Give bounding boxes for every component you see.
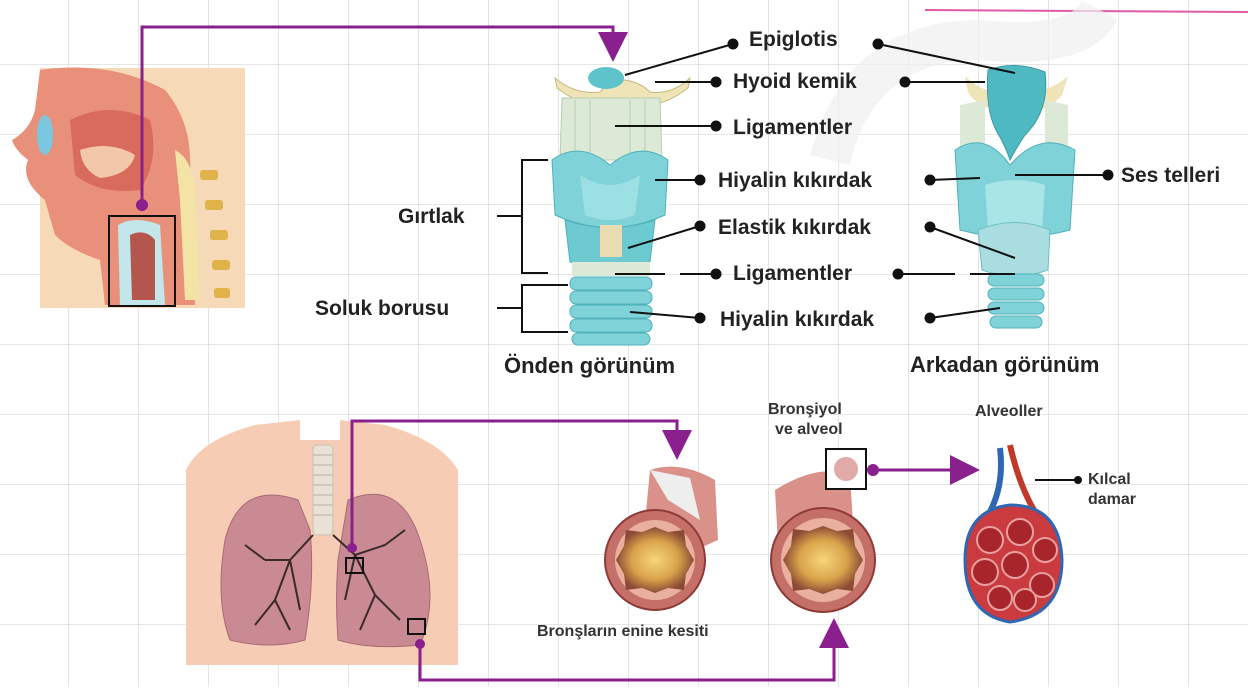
label-hyaline-cartilage-1: Hiyalin kıkırdak	[718, 169, 872, 192]
caption-back-view: Arkadan görünüm	[910, 352, 1099, 377]
lungs-illustration	[186, 420, 458, 665]
label-elastic-cartilage: Elastik kıkırdak	[718, 216, 871, 239]
label-vocal-cords: Ses telleri	[1121, 164, 1220, 187]
label-epiglottis: Epiglotis	[749, 28, 838, 51]
caption-capillary-line2: damar	[1088, 491, 1136, 508]
caption-front-view: Önden görünüm	[504, 353, 675, 378]
label-hyoid-bone: Hyoid kemik	[733, 70, 857, 93]
caption-bronchiole-line1: Bronşiyol	[768, 401, 842, 418]
label-ligaments-mid: Ligamentler	[733, 262, 852, 285]
label-ligaments-top: Ligamentler	[733, 116, 852, 139]
label-trachea-group: Soluk borusu	[315, 297, 449, 320]
caption-capillary-line1: Kılcal	[1088, 471, 1131, 488]
head-section-illustration	[12, 68, 245, 309]
caption-alveoli: Alveoller	[975, 403, 1043, 420]
label-hyaline-cartilage-2: Hiyalin kıkırdak	[720, 308, 874, 331]
caption-bronchiole-line2: ve alveol	[775, 421, 843, 438]
caption-bronchi-cross-section: Bronşların enine kesiti	[537, 623, 709, 640]
label-larynx-group: Gırtlak	[398, 205, 465, 228]
